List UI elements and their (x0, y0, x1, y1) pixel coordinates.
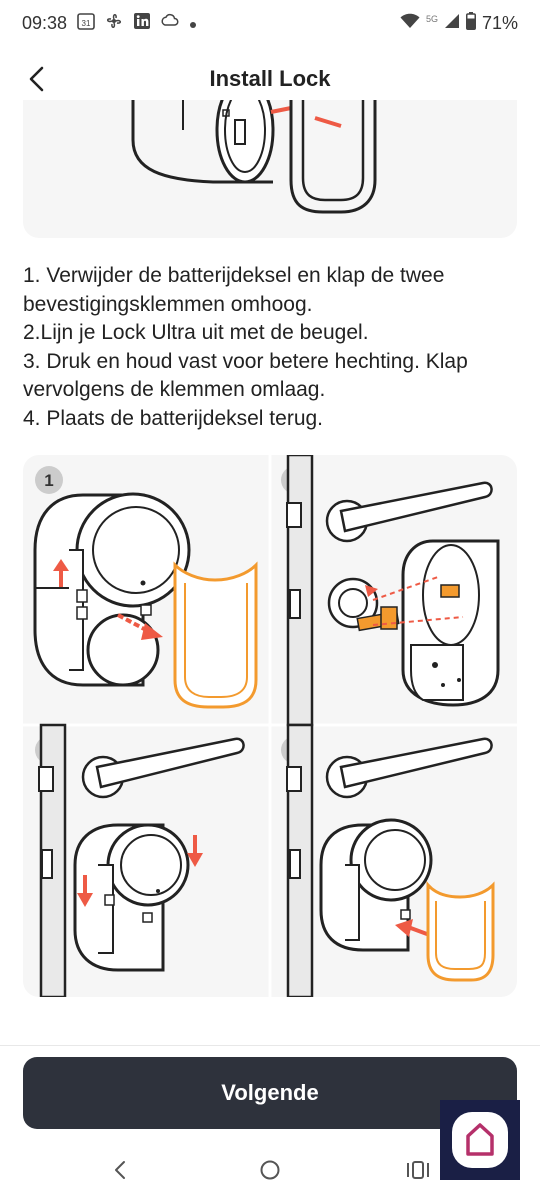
steps-illustration: 1 2 (23, 455, 517, 997)
chevron-left-icon (29, 66, 44, 92)
nav-back-icon (115, 1161, 125, 1179)
svg-text:31: 31 (82, 19, 91, 28)
step-1-badge (35, 466, 63, 494)
floating-app-shortcut[interactable] (440, 1100, 520, 1180)
step-1-panel: 1 (33, 466, 258, 709)
instruction-step-4: 4. Plaats de batterijdeksel terug. (23, 406, 324, 430)
calendar-icon: 31 (77, 12, 95, 35)
instructions-text: 1. Verwijder de batterijdeksel en klap d… (23, 262, 523, 433)
nav-recents-button[interactable] (402, 1154, 434, 1186)
house-icon (466, 1123, 494, 1156)
instruction-step-3: 3. Druk en houd vast voor betere hechtin… (23, 349, 468, 402)
step-1-number: 1 (44, 471, 53, 490)
fan-icon (105, 12, 123, 35)
system-nav-bar (0, 1140, 540, 1200)
app-shortcut-badge (452, 1112, 508, 1168)
status-time: 09:38 (22, 12, 68, 33)
instruction-step-2: 2.Lijn je Lock Ultra uit met de beugel. (23, 321, 369, 344)
app-header: Install Lock (0, 46, 540, 112)
step-3-panel: 3 (35, 723, 245, 997)
nav-home-button[interactable] (254, 1154, 286, 1186)
steps-illustration-card: 1 2 (23, 455, 517, 997)
next-button-label: Volgende (221, 1080, 319, 1105)
linkedin-icon (133, 12, 151, 35)
battery-percentage: 71% (481, 12, 518, 33)
nav-home-icon (260, 1160, 280, 1180)
notification-dot-icon (189, 13, 197, 34)
nav-recents-icon (407, 1161, 429, 1179)
page-title: Install Lock (209, 66, 331, 91)
lock-illustration-cropped (131, 100, 377, 214)
signal-icon (444, 13, 460, 34)
footer-divider (0, 1045, 540, 1046)
cloud-sync-icon (161, 12, 179, 35)
step-4-panel: 4 (281, 723, 495, 997)
instruction-step-1: 1. Verwijder de batterijdeksel en klap d… (23, 264, 445, 316)
step-2-panel: 2 (281, 455, 500, 727)
nav-back-button[interactable] (104, 1154, 136, 1186)
wifi-icon (400, 13, 420, 34)
battery-icon (465, 11, 476, 35)
network-type-label: 5G (425, 14, 438, 24)
next-button[interactable]: Volgende (23, 1057, 517, 1129)
illustration-card-top (23, 100, 517, 238)
status-bar: 09:38 31 5G 71% (0, 0, 540, 46)
back-button[interactable] (20, 62, 54, 96)
